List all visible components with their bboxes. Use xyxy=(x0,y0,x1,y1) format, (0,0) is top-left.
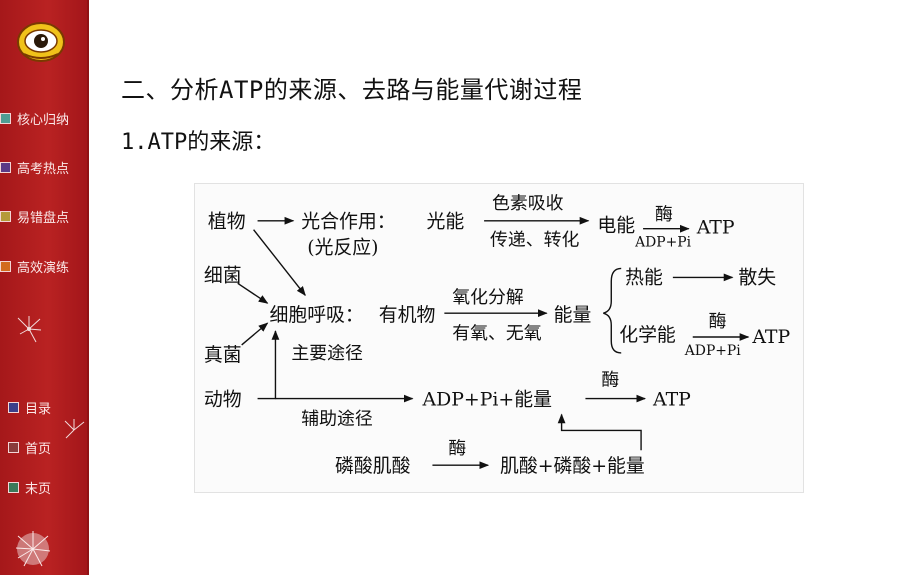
nav-box-icon xyxy=(8,482,19,493)
nav-box-icon xyxy=(8,402,19,413)
arrow-plant-respiration xyxy=(253,229,306,297)
nav-item-last-page[interactable]: 末页 xyxy=(8,478,51,497)
dandelion-icon xyxy=(17,316,42,343)
atp-source-diagram: 植物 光合作用： (光反应) 光能 色素吸收 传递、转化 电能 酶 ADP+Pi… xyxy=(194,183,804,493)
nav-item-common-mistakes[interactable]: 易错盘点 xyxy=(0,207,69,226)
nav-item-contents[interactable]: 目录 xyxy=(8,398,51,417)
nav-box-icon xyxy=(0,113,11,124)
arrow-fungi-respiration xyxy=(241,322,269,346)
nav-box-icon xyxy=(0,162,11,173)
nav-item-label: 易错盘点 xyxy=(17,211,70,226)
label-oxidative-decomp: 氧化分解 xyxy=(452,287,524,308)
energy-brace xyxy=(603,267,622,354)
nav-box-icon xyxy=(8,442,19,453)
nav-item-label: 目录 xyxy=(25,402,52,417)
label-enzyme-1: 酶 xyxy=(655,204,673,225)
nav-item-label: 末页 xyxy=(25,482,52,497)
node-bacteria: 细菌 xyxy=(204,264,242,286)
nav-item-practice[interactable]: 高效演练 xyxy=(0,257,69,276)
label-enzyme-2: 酶 xyxy=(709,311,727,332)
node-atp-3: ATP xyxy=(652,389,691,411)
node-plant: 植物 xyxy=(208,211,246,233)
label-aerobic-anaerobic: 有氧、无氧 xyxy=(452,323,541,344)
label-aux-pathway: 辅助途径 xyxy=(301,408,373,429)
node-light-energy: 光能 xyxy=(426,211,464,233)
node-atp-2: ATP xyxy=(751,326,790,348)
arrow-energy-feedback xyxy=(557,413,642,451)
node-organic-matter: 有机物 xyxy=(379,304,436,326)
label-adp-pi-2: ADP+Pi xyxy=(684,343,741,359)
section-heading: 1.ATP的来源： xyxy=(121,130,276,155)
node-phosphocreatine: 磷酸肌酸 xyxy=(335,455,411,477)
node-adp-pi-energy: ADP+Pi+能量 xyxy=(421,389,551,411)
node-light-reaction: (光反应) xyxy=(307,237,378,259)
school-logo-icon xyxy=(17,22,65,62)
node-creatine-products: 肌酸+磷酸+能量 xyxy=(500,455,645,477)
nav-item-label: 高考热点 xyxy=(17,162,70,177)
label-transfer-convert: 传递、转化 xyxy=(490,230,579,251)
nav-box-icon xyxy=(0,261,11,272)
node-energy: 能量 xyxy=(554,304,592,326)
node-electric-energy: 电能 xyxy=(597,215,635,237)
node-photosynthesis: 光合作用： xyxy=(301,211,395,233)
node-chemical-energy: 化学能 xyxy=(619,324,676,346)
node-respiration: 细胞呼吸： xyxy=(269,304,363,326)
nav-item-exam-hotspots[interactable]: 高考热点 xyxy=(0,158,69,177)
nav-item-core-summary[interactable]: 核心归纳 xyxy=(0,109,69,128)
sidebar: 核心归纳 高考热点 易错盘点 高效演练 目录 首页 末页 xyxy=(0,0,89,575)
nav-item-label: 首页 xyxy=(25,442,52,457)
dandelion-icon xyxy=(64,419,85,439)
arrow-animal-respiration xyxy=(257,330,280,400)
node-fungi: 真菌 xyxy=(204,344,242,366)
nav-item-label: 高效演练 xyxy=(17,261,70,276)
label-enzyme-4: 酶 xyxy=(448,438,466,459)
page-title: 二、分析ATP的来源、去路与能量代谢过程 xyxy=(121,76,583,104)
dandelion-icon xyxy=(15,531,51,567)
label-adp-pi-1: ADP+Pi xyxy=(634,235,691,251)
label-main-pathway: 主要途径 xyxy=(291,343,363,364)
label-pigment-absorb: 色素吸收 xyxy=(492,193,564,214)
node-heat-energy: 热能 xyxy=(625,266,663,288)
node-atp-1: ATP xyxy=(696,217,735,239)
node-animal: 动物 xyxy=(204,389,242,411)
node-dissipate: 散失 xyxy=(738,266,776,288)
nav-item-home[interactable]: 首页 xyxy=(8,438,51,457)
arrow-bacteria-respiration xyxy=(237,282,269,304)
label-enzyme-3: 酶 xyxy=(601,370,619,391)
nav-item-label: 核心归纳 xyxy=(17,113,70,128)
nav-box-icon xyxy=(0,211,11,222)
